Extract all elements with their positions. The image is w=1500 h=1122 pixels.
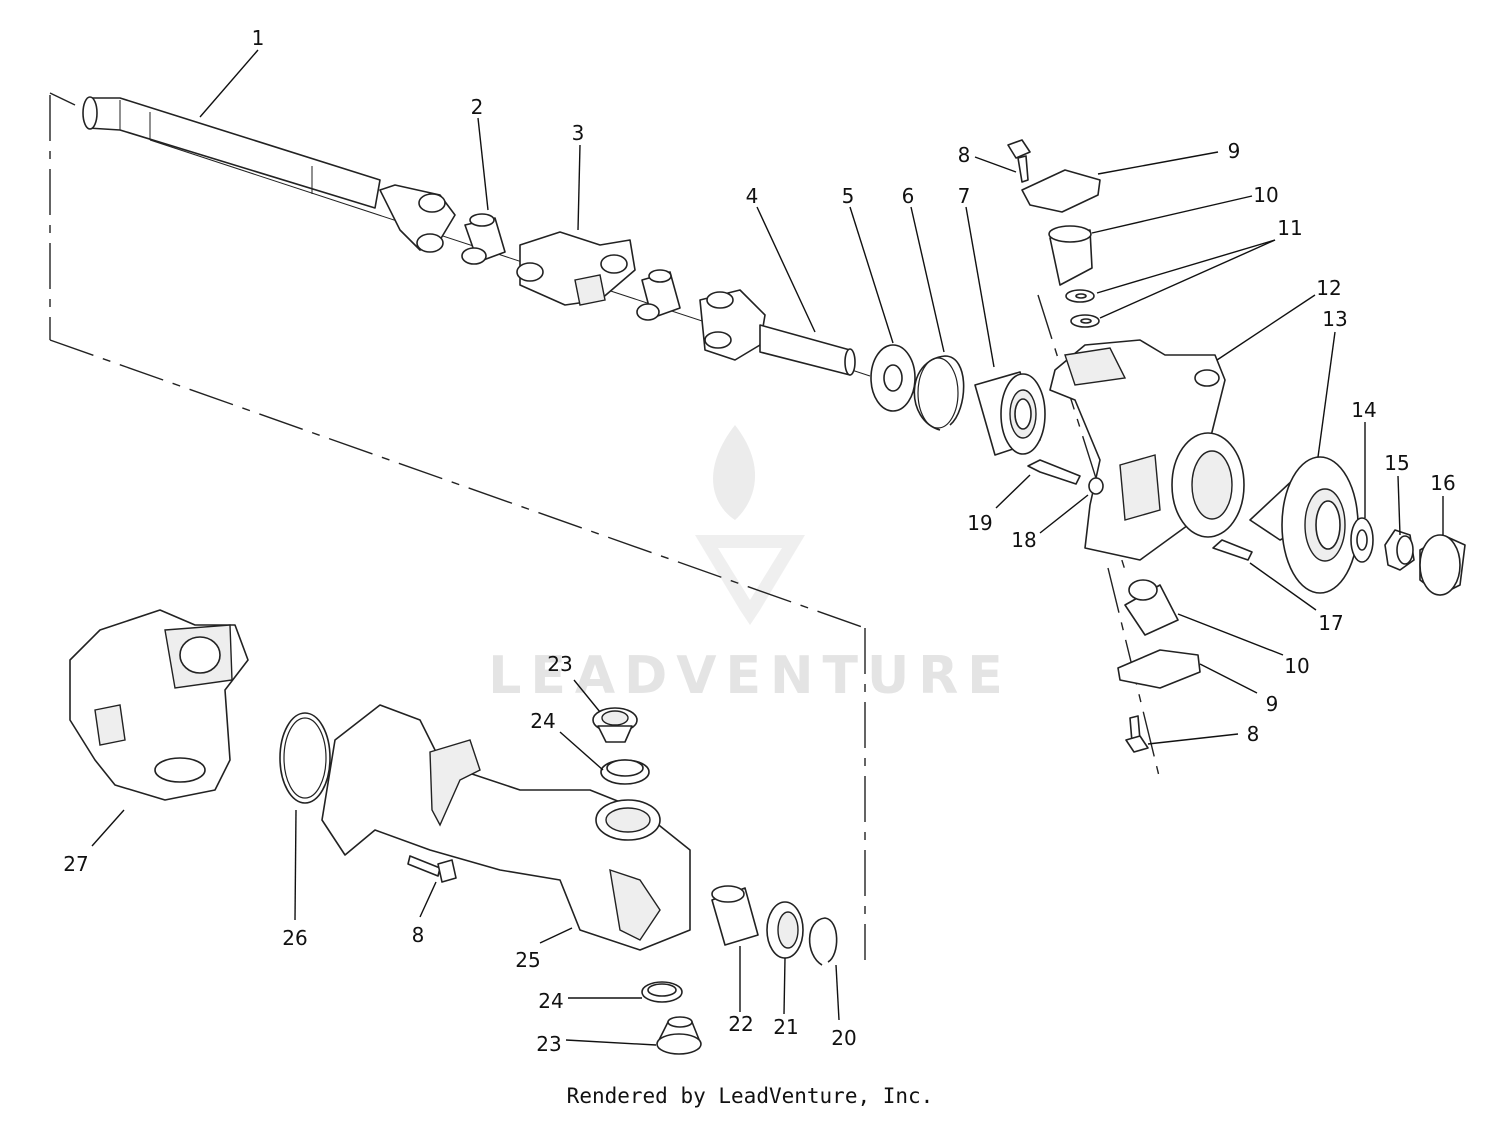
steering-knuckle-right xyxy=(1049,339,1245,561)
watermark-text: LEADVENTURE xyxy=(488,646,1012,706)
callout-2: 2 xyxy=(471,95,484,119)
callout-6: 6 xyxy=(902,184,915,208)
footer-credit: Rendered by LeadVenture, Inc. xyxy=(567,1084,934,1108)
callout-19: 19 xyxy=(967,511,992,535)
wheel-bearing xyxy=(974,371,1046,456)
ball-joint-cap-top xyxy=(1021,169,1101,213)
callout-3: 3 xyxy=(572,121,585,145)
axle-housing xyxy=(321,704,691,951)
double-yoke xyxy=(516,231,636,306)
tapered-bearing-top xyxy=(592,707,638,743)
wheel-hub xyxy=(1249,456,1359,594)
callout-22: 22 xyxy=(728,1012,753,1036)
o-ring xyxy=(279,712,331,804)
callout-10-bottom: 10 xyxy=(1284,654,1309,678)
callout-24-top: 24 xyxy=(530,709,555,733)
callout-12: 12 xyxy=(1316,276,1341,300)
callout-1: 1 xyxy=(252,26,265,50)
bushing xyxy=(711,885,759,946)
u-joint-cross-lower xyxy=(636,269,681,321)
hub-washer xyxy=(1350,517,1374,563)
callout-14: 14 xyxy=(1351,398,1376,422)
snap-ring-upper xyxy=(913,355,965,431)
callout-16: 16 xyxy=(1430,471,1455,495)
thrust-washer xyxy=(870,344,916,412)
callout-21: 21 xyxy=(773,1015,798,1039)
steering-knuckle-left xyxy=(69,609,249,801)
callout-5: 5 xyxy=(842,184,855,208)
callout-23-bottom: 23 xyxy=(536,1032,561,1056)
bearing-cup-bottom xyxy=(641,981,683,1003)
callout-23-top: 23 xyxy=(547,652,572,676)
ball-joint-top xyxy=(1048,225,1093,286)
callouts: 1 2 3 4 5 6 7 8 9 10 11 12 13 14 15 16 1… xyxy=(63,26,1455,1056)
callout-10-top: 10 xyxy=(1253,183,1278,207)
callout-8-housing: 8 xyxy=(412,923,425,947)
callout-20: 20 xyxy=(831,1026,856,1050)
callout-17: 17 xyxy=(1318,611,1343,635)
shim-washers xyxy=(1065,289,1100,328)
callout-8-bottom: 8 xyxy=(1247,722,1260,746)
watermark: LEADVENTURE xyxy=(488,425,1012,706)
callout-24-bottom: 24 xyxy=(538,989,563,1013)
housing-bolt xyxy=(407,855,457,883)
callout-4: 4 xyxy=(746,184,759,208)
callout-8-top: 8 xyxy=(958,143,971,167)
knuckle-bolt xyxy=(1027,459,1104,495)
watermark-logo xyxy=(695,425,805,625)
dust-cap xyxy=(1419,534,1466,596)
ball-joint-bottom xyxy=(1124,579,1179,636)
ball-joint-cap-bottom xyxy=(1117,649,1201,689)
flange-bolt-top xyxy=(1007,139,1031,183)
stub-shaft xyxy=(699,289,856,376)
hub-nut xyxy=(1384,529,1415,571)
callout-9-top: 9 xyxy=(1228,139,1241,163)
callout-27: 27 xyxy=(63,852,88,876)
axle-seal xyxy=(766,901,804,959)
callout-25: 25 xyxy=(515,948,540,972)
callout-7: 7 xyxy=(958,184,971,208)
callout-15: 15 xyxy=(1384,451,1409,475)
callout-9-bottom: 9 xyxy=(1266,692,1279,716)
callout-11: 11 xyxy=(1277,216,1302,240)
leader-lines xyxy=(91,49,1444,1046)
bearing-cup-top xyxy=(600,759,650,785)
callout-13: 13 xyxy=(1322,307,1347,331)
callout-18: 18 xyxy=(1011,528,1036,552)
u-joint-cross-upper xyxy=(461,213,506,265)
snap-ring-lower xyxy=(808,917,838,966)
flange-bolt-bottom xyxy=(1125,715,1149,753)
callout-26: 26 xyxy=(282,926,307,950)
wheel-stud xyxy=(1212,539,1253,561)
tapered-bearing-bottom xyxy=(656,1016,702,1055)
